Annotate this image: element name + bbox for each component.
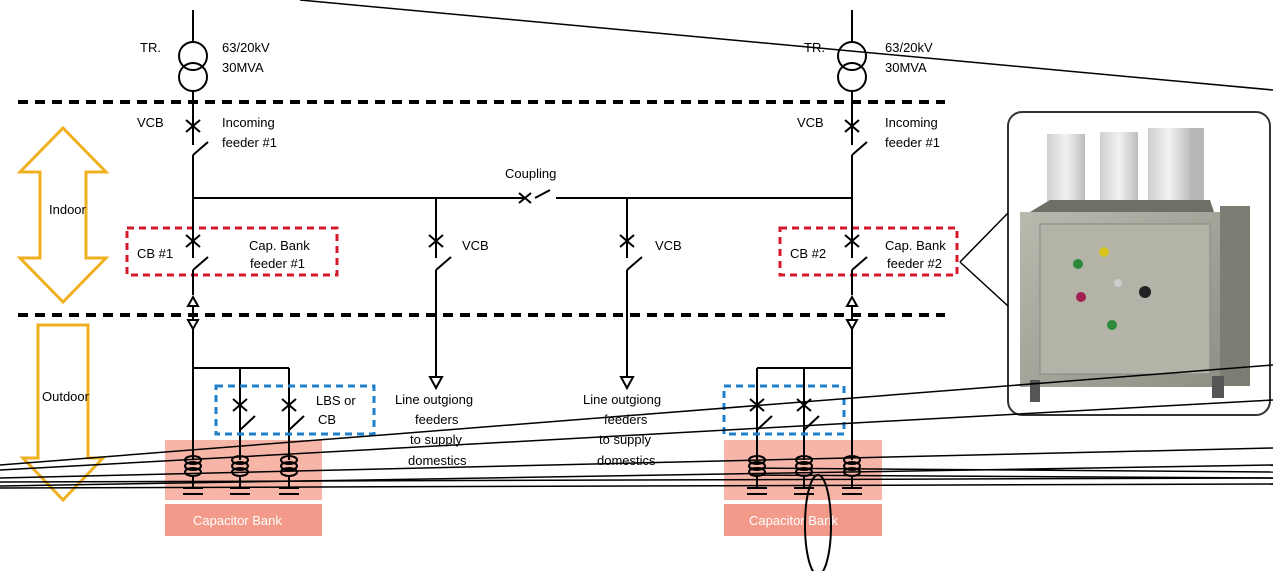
right-capacitor-bank-label: Capacitor Bank: [749, 513, 838, 528]
inset-pointer-top: [959, 212, 1009, 263]
left-switch-box: [214, 384, 376, 436]
left-capacitor-units: [183, 455, 299, 495]
right-transformer-icon: [837, 41, 867, 71]
right-cap-feeder-box: [778, 226, 959, 277]
capacitor-icon: [183, 455, 203, 495]
line-feeder-2-text-2: feeders: [604, 412, 648, 427]
right-incoming-vcb-label: VCB: [797, 115, 824, 130]
left-switch-group: [232, 398, 305, 431]
left-switch-label-2: CB: [318, 412, 336, 427]
right-cap-feeder-1: Cap. Bank: [885, 238, 946, 253]
right-cap-feeder-2: feeder #2: [887, 256, 942, 271]
right-transformer-rating-1: 63/20kV: [885, 40, 933, 55]
highlight-ellipse: [804, 474, 832, 571]
line-feeder-2-text-1: Line outgiong: [583, 392, 661, 407]
left-cap-feeder: [185, 198, 290, 460]
capacitor-icon: [279, 455, 299, 495]
left-transformer-rating-2: 30MVA: [222, 60, 264, 75]
right-incoming-feeder: [837, 10, 868, 198]
capacitor-bank-label-box-left: [165, 504, 322, 536]
line-feeder-2-text-4: domestics: [597, 453, 656, 468]
right-switch-box: [722, 384, 846, 436]
line-feeder-2-vcb-label: VCB: [655, 238, 682, 253]
left-incoming-feeder: [178, 10, 209, 198]
capacitor-bank-label-box-right: [724, 504, 882, 536]
vacuum-circuit-breaker-photo: [1020, 128, 1250, 402]
left-transformer-rating-1: 63/20kV: [222, 40, 270, 55]
left-capacitor-bank-label: Capacitor Bank: [193, 513, 282, 528]
line-feeder-2: [619, 198, 643, 391]
indoor-arrow: [16, 125, 110, 305]
inset-pointer-bottom: [959, 261, 1009, 307]
outdoor-arrow: [19, 323, 107, 503]
right-incoming-feeder-1: Incoming: [885, 115, 938, 130]
line-feeder-1-text-2: feeders: [415, 412, 459, 427]
line-feeder-1-vcb-label: VCB: [462, 238, 489, 253]
left-transformer-label: TR.: [140, 40, 161, 55]
right-transformer-rating-2: 30MVA: [885, 60, 927, 75]
left-incoming-feeder-2: feeder #1: [222, 135, 277, 150]
left-cap-feeder-2: feeder #1: [250, 256, 305, 271]
right-incoming-feeder-2: feeder #1: [885, 135, 940, 150]
line-feeder-1-text-1: Line outgiong: [395, 392, 473, 407]
indoor-label: Indoor: [49, 202, 87, 217]
left-incoming-vcb-label: VCB: [137, 115, 164, 130]
right-cap-cb-label: CB #2: [790, 246, 826, 261]
line-feeder-1-text-3: to supply: [410, 432, 463, 447]
capacitor-icon: [230, 455, 250, 495]
left-switch-label-1: LBS or: [316, 393, 356, 408]
line-feeder-1: [428, 198, 452, 391]
busbar: [193, 189, 852, 204]
left-cap-cb-label: CB #1: [137, 246, 173, 261]
left-cap-feeder-box: [125, 226, 339, 277]
left-cap-feeder-1: Cap. Bank: [249, 238, 310, 253]
line-feeder-1-text-4: domestics: [408, 453, 467, 468]
right-cap-feeder: [756, 198, 868, 460]
coupling-label: Coupling: [505, 166, 556, 181]
left-transformer-icon: [178, 41, 208, 71]
left-incoming-feeder-1: Incoming: [222, 115, 275, 130]
outdoor-label: Outdoor: [42, 389, 90, 404]
